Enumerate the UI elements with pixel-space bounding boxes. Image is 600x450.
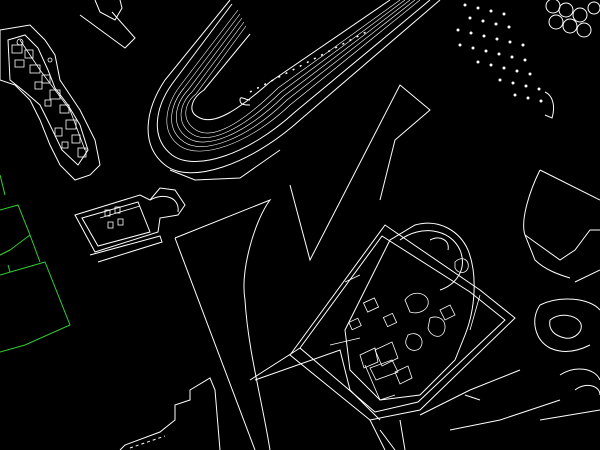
chapel-building [74, 187, 186, 263]
green-parcel-grid [0, 174, 71, 353]
stadium-track [147, 0, 441, 181]
bottom-left-building [119, 377, 221, 450]
plaza-outlines [174, 84, 521, 450]
building-complex-topleft [0, 24, 101, 181]
arc-structure-topright [544, 0, 600, 119]
dot-grid-topright [456, 3, 543, 103]
small-building-top [79, 0, 136, 49]
right-building [449, 169, 600, 431]
central-complex [249, 222, 516, 450]
